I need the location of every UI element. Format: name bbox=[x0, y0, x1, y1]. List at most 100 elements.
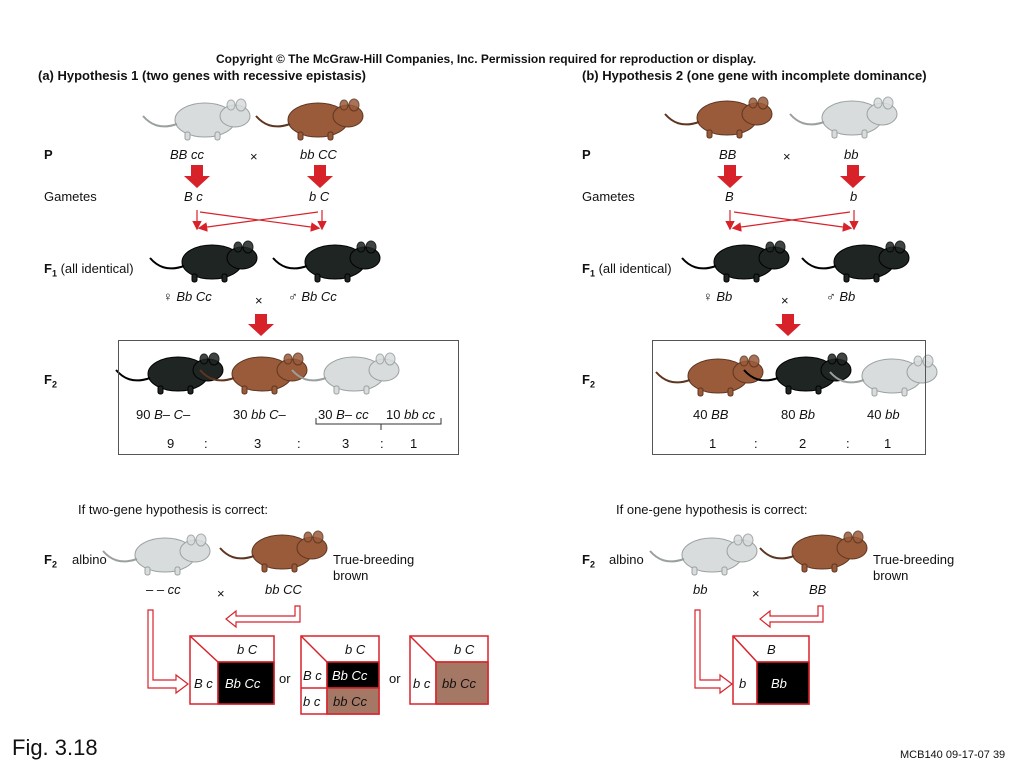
a-ratio-5: : bbox=[380, 436, 384, 451]
a-test-title: If two-gene hypothesis is correct: bbox=[78, 502, 269, 517]
b-punnett bbox=[732, 635, 810, 705]
a-p-brown-mouse bbox=[255, 98, 364, 141]
a-grid2-top: b C bbox=[345, 642, 366, 657]
a-grid2-row-2: b c bbox=[303, 694, 321, 709]
a-test-brown-label: True-breeding bbox=[333, 552, 415, 567]
b-f2-class-3: 40 bb bbox=[867, 407, 900, 422]
a-test-albino-mouse bbox=[102, 533, 211, 576]
b-test-albino-mouse bbox=[649, 533, 758, 576]
a-or-1: or bbox=[279, 671, 291, 686]
a-grid3-top: b C bbox=[454, 642, 475, 657]
a-grid1-top: b C bbox=[237, 642, 258, 657]
a-f1-right: ♂ Bb Cc bbox=[288, 289, 337, 304]
b-title: (b) Hypothesis 2 (one gene with incomple… bbox=[582, 68, 927, 83]
a-gamete-cross-lines bbox=[192, 210, 327, 232]
a-f2-class-3: 30 B– cc bbox=[318, 407, 369, 422]
b-f2-class-2: 80 Bb bbox=[781, 407, 815, 422]
a-test-right-geno: bb CC bbox=[265, 582, 302, 597]
a-p-cross: × bbox=[250, 149, 258, 164]
b-f2-class-1: 40 BB bbox=[693, 407, 729, 422]
a-p-left-geno: BB cc bbox=[170, 147, 204, 162]
a-arrow-f1-f2 bbox=[248, 314, 274, 336]
a-test-albino-label: albino bbox=[72, 552, 107, 567]
a-test-f2: F2 bbox=[44, 552, 57, 570]
b-f1-black-mouse-left bbox=[681, 240, 790, 283]
a-f1-black-mouse-left bbox=[149, 240, 258, 283]
b-f1-right: ♂ Bb bbox=[826, 289, 856, 304]
a-f2-box bbox=[118, 340, 459, 455]
a-ratio-2: 3 bbox=[254, 436, 262, 451]
a-punnett-2 bbox=[300, 635, 380, 715]
a-p-albino-mouse bbox=[142, 98, 251, 141]
a-arrow-p-right bbox=[307, 165, 333, 188]
a-f1-cross: × bbox=[255, 293, 263, 308]
b-grid-top: B bbox=[767, 642, 776, 657]
b-f1-left: ♀ Bb bbox=[703, 289, 733, 304]
b-test-albino-label: albino bbox=[609, 552, 644, 567]
b-f2-box bbox=[652, 340, 926, 455]
b-p-right-geno: bb bbox=[844, 147, 859, 162]
b-p-albino-mouse bbox=[789, 96, 898, 139]
a-arrow-p-left bbox=[184, 165, 210, 188]
b-test-right-geno: BB bbox=[809, 582, 827, 597]
a-title: (a) Hypothesis 1 (two genes with recessi… bbox=[38, 68, 367, 83]
a-grid3-cell: bb Cc bbox=[442, 676, 476, 691]
b-f1-cross: × bbox=[781, 293, 789, 308]
a-row-f2: F2 bbox=[44, 372, 57, 390]
b-p-left-geno: BB bbox=[719, 147, 737, 162]
b-f1-black-mouse-right bbox=[801, 240, 910, 283]
a-grid2-cell-2: bb Cc bbox=[333, 694, 367, 709]
a-or-2: or bbox=[389, 671, 401, 686]
b-gamete-left: B bbox=[725, 189, 734, 204]
a-grid2-row-1: B c bbox=[303, 668, 322, 683]
a-f1-black-mouse-right bbox=[272, 240, 381, 283]
a-test-brown-label-2: brown bbox=[333, 568, 369, 583]
b-gamete-right: b bbox=[850, 189, 858, 204]
b-arrow-f1-f2 bbox=[775, 314, 801, 336]
a-test-brown-mouse bbox=[219, 530, 328, 573]
b-row-gametes: Gametes bbox=[582, 189, 635, 204]
a-punnett-1 bbox=[189, 635, 275, 705]
a-albino-bracket bbox=[315, 418, 442, 430]
a-f1-left: ♀ Bb Cc bbox=[163, 289, 212, 304]
a-gamete-left: B c bbox=[184, 189, 203, 204]
copyright-notice: Copyright © The McGraw-Hill Companies, I… bbox=[216, 52, 757, 66]
slide-id: MCB140 09-17-07 39 bbox=[900, 749, 1006, 761]
b-test-title: If one-gene hypothesis is correct: bbox=[616, 502, 808, 517]
b-ratio-0: 1 bbox=[709, 436, 717, 451]
b-row-p: P bbox=[582, 147, 591, 162]
a-grid3-row: b c bbox=[413, 676, 431, 691]
a-ratio-0: 9 bbox=[167, 436, 175, 451]
a-row-gametes: Gametes bbox=[44, 189, 97, 204]
a-ratio-3: : bbox=[297, 436, 301, 451]
a-grid2-cell-1: Bb Cc bbox=[332, 668, 368, 683]
a-hollow-arrows bbox=[147, 605, 301, 695]
a-f2-class-2: 30 bb C– bbox=[233, 407, 286, 422]
a-gamete-right: b C bbox=[309, 189, 330, 204]
a-ratio-6: 1 bbox=[410, 436, 418, 451]
a-grid1-row: B c bbox=[194, 676, 213, 691]
a-row-f1: F1 (all identical) bbox=[44, 261, 134, 279]
b-arrow-p-right bbox=[840, 165, 866, 188]
a-punnett-3 bbox=[409, 635, 489, 705]
a-f2-class-1: 90 B– C– bbox=[136, 407, 191, 422]
b-test-brown-mouse bbox=[759, 530, 868, 573]
b-test-cross: × bbox=[752, 586, 760, 601]
b-p-brown-mouse bbox=[664, 96, 773, 139]
b-test-f2: F2 bbox=[582, 552, 595, 570]
b-test-left-geno: bb bbox=[693, 582, 708, 597]
b-test-brown-label: True-breeding bbox=[873, 552, 955, 567]
b-gamete-cross-lines bbox=[725, 210, 859, 232]
b-grid-cell: Bb bbox=[771, 676, 787, 691]
b-ratio-3: : bbox=[846, 436, 850, 451]
b-arrow-p-left bbox=[717, 165, 743, 188]
b-ratio-1: : bbox=[754, 436, 758, 451]
a-test-cross: × bbox=[217, 586, 225, 601]
b-row-f2: F2 bbox=[582, 372, 595, 390]
b-ratio-2: 2 bbox=[799, 436, 807, 451]
b-hollow-arrows bbox=[694, 605, 824, 695]
b-ratio-4: 1 bbox=[884, 436, 892, 451]
a-ratio-4: 3 bbox=[342, 436, 350, 451]
